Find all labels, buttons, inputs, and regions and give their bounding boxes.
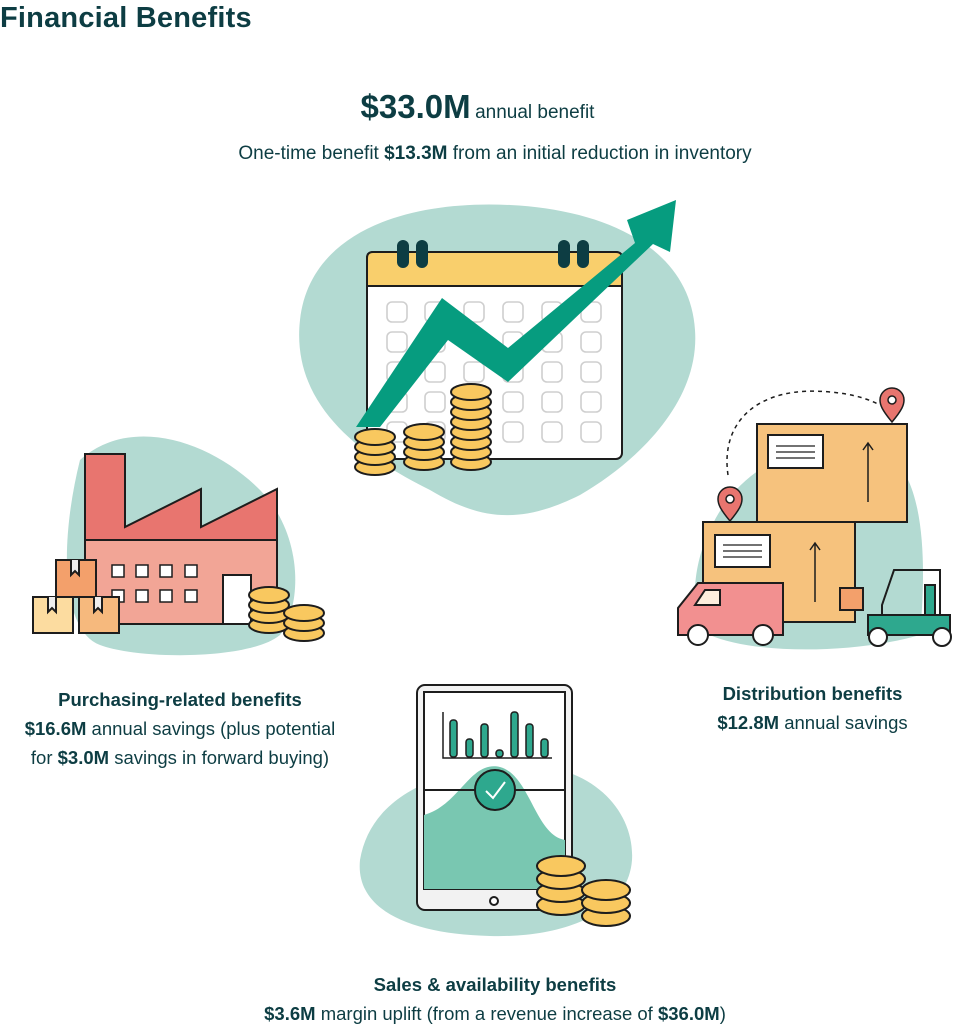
dashed-route-icon <box>726 390 881 476</box>
sales-amount2: $36.0M <box>657 1003 720 1024</box>
package-box-icon <box>702 423 908 623</box>
bar-chart-icon <box>442 711 552 759</box>
purchasing-benefits: Purchasing-related benefits $16.6M annua… <box>0 685 360 772</box>
sales-amount: $3.6M <box>264 1003 316 1024</box>
subline-suffix: from an initial reduction in inventory <box>452 143 752 164</box>
purchasing-line1: $16.6M annual savings (plus potential <box>0 714 360 743</box>
purchasing-amount2: $3.0M <box>57 747 110 768</box>
coin-stack-icon <box>248 586 325 642</box>
sales-close: ) <box>719 1003 726 1024</box>
purchasing-line1-text: annual savings (plus potential <box>91 718 336 739</box>
page-title: Financial Benefits <box>0 2 252 34</box>
forklift-icon <box>839 569 952 647</box>
headline-amount: $33.0M <box>360 88 471 125</box>
calendar-growth-illustration <box>299 200 696 516</box>
sales-benefits: Sales & availability benefits $3.6M marg… <box>0 970 955 1028</box>
purchasing-amount: $16.6M <box>24 718 87 739</box>
sales-text: margin uplift (from a revenue increase o… <box>320 1003 653 1024</box>
headline-label: annual benefit <box>475 102 595 123</box>
headline-subline: One-time benefit $13.3M from an initial … <box>0 143 955 165</box>
subline-amount: $13.3M <box>384 143 448 164</box>
purchasing-line2: for $3.0M savings in forward buying) <box>0 743 360 772</box>
distribution-line: $12.8M annual savings <box>690 708 935 737</box>
purchasing-line2-prefix: for <box>30 747 53 768</box>
distribution-text: annual savings <box>784 712 908 733</box>
growth-arrow-icon <box>356 200 676 427</box>
distribution-benefits: Distribution benefits $12.8M annual savi… <box>690 679 935 737</box>
distribution-amount: $12.8M <box>717 712 780 733</box>
delivery-van-icon <box>677 582 784 646</box>
sales-line: $3.6M margin uplift (from a revenue incr… <box>0 999 955 1028</box>
sales-heading: Sales & availability benefits <box>373 974 617 995</box>
box-stack-icon <box>32 559 120 634</box>
purchasing-line2-text: savings in forward buying) <box>114 747 330 768</box>
subline-prefix: One-time benefit <box>238 143 379 164</box>
coin-stack-icon <box>536 855 631 927</box>
coin-stack-icon <box>354 383 492 476</box>
sales-tablet-illustration <box>359 684 633 937</box>
factory-illustration <box>32 436 325 656</box>
distribution-heading: Distribution benefits <box>722 683 903 704</box>
location-pin-icon <box>717 387 905 523</box>
checkmark-circle-icon <box>474 769 516 811</box>
headline: $33.0M annual benefit <box>0 88 955 126</box>
distribution-illustration <box>677 387 952 650</box>
purchasing-heading: Purchasing-related benefits <box>58 689 302 710</box>
